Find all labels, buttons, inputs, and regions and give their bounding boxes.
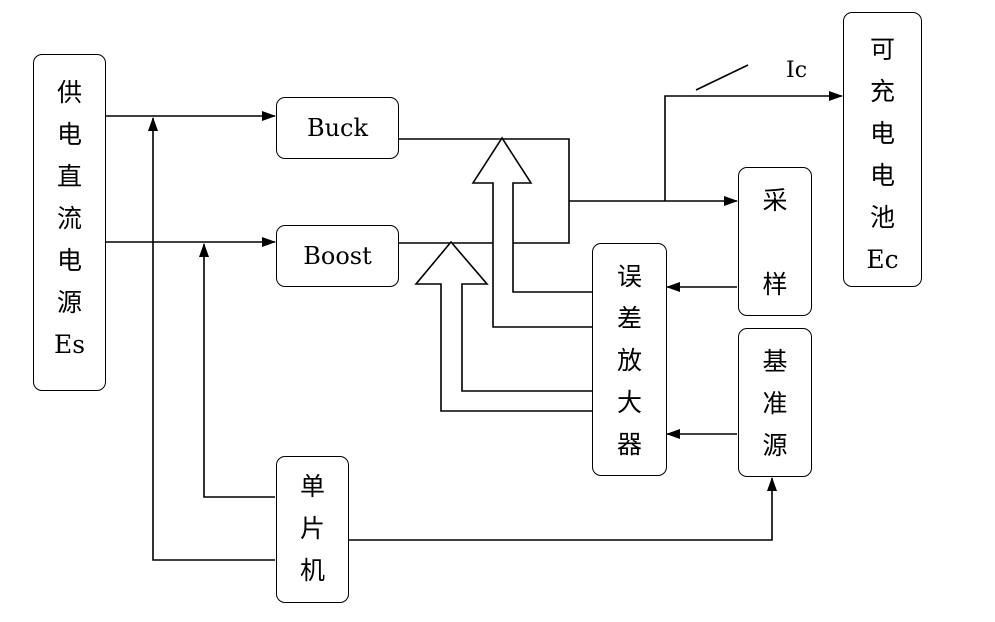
reference-char: 基: [762, 347, 788, 376]
battery-char: 充: [869, 77, 895, 106]
power-supply-char: 电: [56, 120, 82, 149]
error-amp-char: 放: [616, 346, 642, 375]
feedback-hollow-arrow-boost: [414, 240, 592, 412]
error-amp-char: 器: [616, 430, 642, 459]
battery-char: Ec: [866, 245, 899, 274]
power-supply-char: 电: [56, 246, 82, 275]
boost-block: Boost: [276, 225, 399, 287]
battery-char: 池: [869, 203, 895, 232]
power-supply-char: 直: [56, 162, 82, 191]
power-supply-char: 流: [56, 204, 82, 233]
mcu-char: 机: [299, 556, 325, 585]
current-label-ic: Ic: [786, 58, 808, 83]
mcu-char: 片: [299, 514, 325, 543]
switch-symbol: [695, 64, 749, 91]
buck-block: Buck: [276, 97, 399, 159]
mcu-char: 单: [299, 472, 325, 501]
feedback-hollow-arrow-buck: [471, 136, 592, 328]
sampling-char: 采: [762, 186, 788, 215]
mcu-to-buck-control-line: [148, 117, 275, 561]
power-supply-char: Es: [53, 330, 86, 359]
error-amp-char: 误: [616, 262, 642, 291]
mcu-block: 单片机: [276, 456, 349, 603]
reference-source-block: 基准源: [738, 328, 812, 477]
battery-char: 电: [869, 161, 895, 190]
boost-label: Boost: [303, 242, 372, 270]
sampling-block: 采样: [738, 167, 812, 316]
error-amp-char: 差: [616, 304, 642, 333]
error-amplifier-block: 误差放大器: [592, 243, 667, 476]
error-amp-char: 大: [616, 388, 642, 417]
output-to-battery-line: [664, 91, 843, 201]
battery-char: 可: [869, 35, 895, 64]
power-supply-char: 源: [56, 288, 82, 317]
buck-output-line: [398, 138, 570, 201]
buck-label: Buck: [306, 114, 369, 142]
mcu-to-reference-line: [348, 477, 777, 541]
mcu-to-boost-control-line: [199, 243, 275, 498]
boost-output-line: [398, 201, 570, 244]
battery-char: 电: [869, 119, 895, 148]
reference-char: 源: [762, 431, 788, 460]
sampling-char: 样: [762, 270, 788, 299]
reference-char: 准: [762, 389, 788, 418]
power-supply-char: 供: [56, 78, 82, 107]
